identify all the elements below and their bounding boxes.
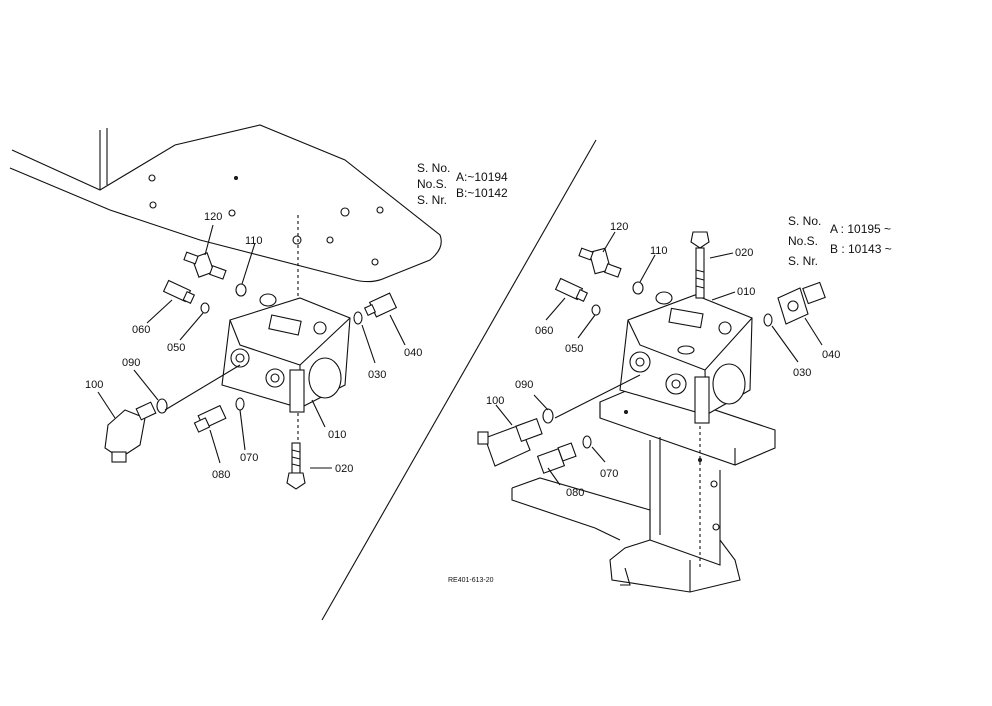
right-label-060: 060	[535, 325, 553, 337]
right-serial-label-3: S. Nr.	[788, 254, 818, 268]
left-label-090: 090	[122, 357, 140, 369]
left-serial-label-3: S. Nr.	[417, 193, 447, 207]
right-label-040: 040	[822, 349, 840, 361]
right-elbow-100	[477, 418, 543, 467]
left-bolt-020	[286, 442, 306, 490]
right-label-110: 110	[650, 245, 668, 257]
right-serial-label-2: No.S.	[788, 234, 818, 248]
left-label-120: 120	[204, 211, 222, 223]
left-fitting-060	[162, 279, 196, 304]
right-label-030: 030	[793, 367, 811, 379]
right-label-080: 080	[566, 487, 584, 499]
left-leaders	[97, 224, 406, 469]
right-serial-range-b: B : 10143 ~	[830, 242, 892, 256]
left-label-020: 020	[335, 463, 353, 475]
left-label-080: 080	[212, 469, 230, 481]
left-serial-label-1: S. No.	[417, 161, 450, 175]
right-label-050: 050	[565, 343, 583, 355]
left-elbow-100	[104, 401, 157, 463]
right-label-090: 090	[515, 379, 533, 391]
view-divider	[321, 139, 597, 621]
left-valve-body	[221, 293, 351, 413]
left-fitting-040	[363, 292, 398, 318]
right-leaders	[495, 231, 823, 486]
right-view: S. No. No.S. S. Nr. A : 10195 ~ B : 1014…	[477, 214, 892, 593]
left-label-050: 050	[167, 342, 185, 354]
left-plate	[9, 124, 442, 283]
left-label-040: 040	[404, 347, 422, 359]
left-label-010: 010	[328, 429, 346, 441]
right-label-100: 100	[486, 395, 504, 407]
right-valve-body	[619, 291, 753, 424]
left-fitting-080	[193, 404, 227, 433]
right-bolt-020	[690, 231, 710, 299]
right-label-120: 120	[610, 221, 628, 233]
left-serial-range-a: A:~10194	[456, 170, 508, 184]
right-label-010: 010	[737, 286, 755, 298]
right-fitting-060	[554, 277, 589, 302]
right-label-070: 070	[600, 468, 618, 480]
left-label-110: 110	[245, 235, 263, 247]
left-view: S. No. No.S. S. Nr. A:~10194 B:~10142 12…	[9, 124, 508, 490]
left-label-070: 070	[240, 452, 258, 464]
right-fitting-040	[777, 281, 826, 325]
right-serial-range-a: A : 10195 ~	[830, 222, 891, 236]
left-serial-label-2: No.S.	[417, 177, 447, 191]
right-fitting-120	[578, 247, 622, 278]
left-label-030: 030	[368, 369, 386, 381]
left-label-060: 060	[132, 324, 150, 336]
left-label-100: 100	[85, 379, 103, 391]
right-fitting-080	[536, 442, 577, 474]
left-serial-range-b: B:~10142	[456, 186, 508, 200]
right-label-020: 020	[735, 247, 753, 259]
right-serial-label-1: S. No.	[788, 214, 821, 228]
left-fitting-120	[183, 251, 227, 280]
drawing-reference: RE401-613-20	[448, 577, 494, 584]
